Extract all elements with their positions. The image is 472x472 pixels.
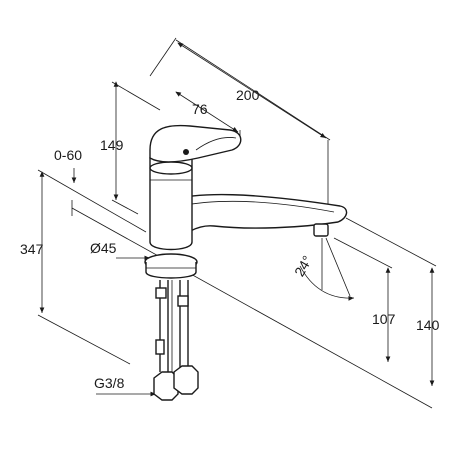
faucet-body xyxy=(149,157,193,251)
label-diameter-45: Ø45 xyxy=(90,240,117,256)
hose-nut-left xyxy=(153,371,179,401)
supply-hoses xyxy=(153,280,199,401)
dim-347-line xyxy=(37,169,147,365)
faucet-lever xyxy=(149,124,242,163)
dim-149-line xyxy=(111,81,161,215)
label-347: 347 xyxy=(20,241,44,257)
label-76: 76 xyxy=(192,101,208,117)
hose-nut-right xyxy=(173,365,199,395)
dim-angle-arc xyxy=(299,237,355,301)
dim-200-line xyxy=(149,37,331,215)
base-reference-lines xyxy=(71,200,433,409)
faucet xyxy=(144,124,348,279)
dim-107-line xyxy=(333,237,393,362)
faucet-aerator xyxy=(313,223,329,237)
label-g3-8: G3/8 xyxy=(94,375,125,391)
label-angle-24: 24° xyxy=(291,253,315,279)
dim-140-line xyxy=(345,217,437,386)
label-140: 140 xyxy=(416,317,440,333)
label-0-60: 0-60 xyxy=(54,147,82,163)
label-107: 107 xyxy=(372,311,396,327)
lever-indicator-dot xyxy=(183,149,189,155)
label-200: 200 xyxy=(236,87,260,103)
label-149: 149 xyxy=(100,137,124,153)
